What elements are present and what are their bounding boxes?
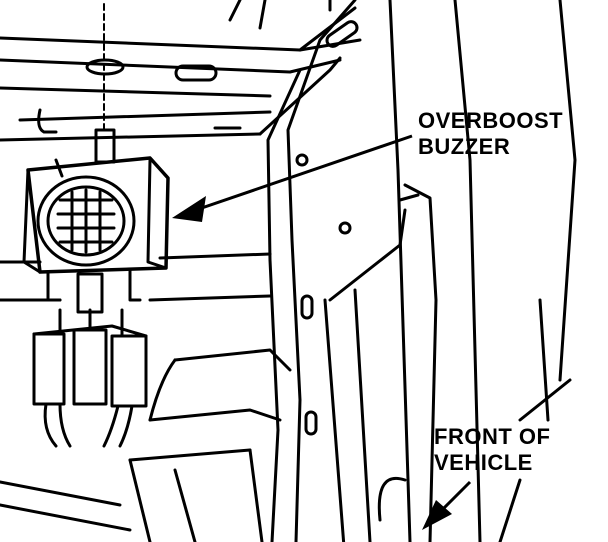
front-direction-arrow <box>422 480 472 530</box>
overboost-buzzer <box>22 0 170 314</box>
front-of-vehicle-label-line2: VEHICLE <box>434 450 533 475</box>
upper-panel <box>0 0 362 142</box>
wiring-connector <box>32 308 148 448</box>
side-rails <box>453 0 577 542</box>
buzzer-leader-arrow <box>172 134 413 222</box>
overboost-buzzer-label-line1: OVERBOOST <box>418 108 564 133</box>
front-of-vehicle-label: FRONT OF VEHICLE <box>434 424 550 476</box>
overboost-buzzer-label: OVERBOOST BUZZER <box>418 108 563 160</box>
front-of-vehicle-label-line1: FRONT OF <box>434 424 551 449</box>
lower-bracket <box>0 252 292 542</box>
body-pillar <box>266 0 438 542</box>
overboost-buzzer-label-line2: BUZZER <box>418 134 511 159</box>
